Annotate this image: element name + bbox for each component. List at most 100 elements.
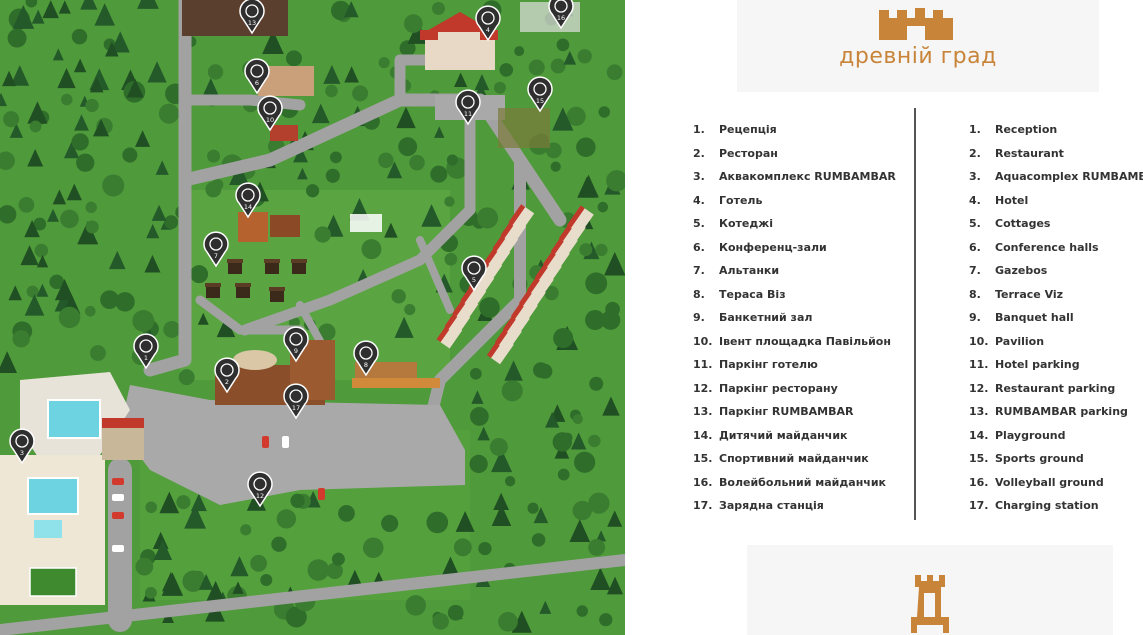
- pine-tree: [570, 432, 587, 450]
- deciduous-tree: [409, 154, 425, 171]
- pine-tree: [184, 504, 206, 529]
- deciduous-tree: [205, 181, 222, 198]
- deciduous-tree: [58, 306, 81, 329]
- marker-pin: [461, 255, 487, 292]
- legend-item: 8.Terrace Viz: [969, 283, 1143, 307]
- deciduous-tree: [271, 536, 287, 552]
- legend-item-number: 6.: [969, 240, 981, 254]
- deciduous-tree: [240, 524, 252, 536]
- marker-pin: [203, 231, 229, 268]
- terrace-cart-icon: [359, 346, 373, 360]
- pine-tree: [27, 101, 48, 124]
- deciduous-tree: [550, 161, 561, 172]
- deciduous-tree: [576, 605, 588, 617]
- deciduous-tree: [550, 58, 566, 74]
- legend-item-label: Charging station: [995, 499, 1099, 512]
- deciduous-tree: [501, 380, 523, 402]
- deciduous-tree: [552, 432, 573, 452]
- pine-tree: [36, 254, 49, 268]
- playground-structure: [270, 215, 300, 237]
- pine-tree: [108, 250, 126, 270]
- pine-tree: [511, 610, 532, 633]
- road: [416, 236, 454, 314]
- map-marker-2: 2: [214, 357, 240, 394]
- pool-ladder-icon: [15, 434, 29, 448]
- deciduous-tree: [493, 81, 506, 94]
- deciduous-tree: [574, 451, 596, 473]
- legend-item-label: Паркінг готелю: [719, 358, 818, 371]
- deciduous-tree: [102, 174, 125, 197]
- deciduous-tree: [207, 149, 221, 163]
- deciduous-tree: [399, 40, 416, 57]
- gazebo-roof: [291, 259, 307, 263]
- deciduous-tree: [85, 201, 97, 214]
- deciduous-tree: [588, 492, 610, 514]
- deciduous-tree: [29, 120, 42, 133]
- deciduous-tree: [115, 292, 135, 312]
- legend-item-number: 15.: [969, 452, 989, 465]
- playground-icon: [241, 188, 255, 202]
- deciduous-tree: [426, 511, 449, 534]
- legend-item-label: Дитячий майданчик: [719, 428, 848, 442]
- legend-item-label: Банкетний зал: [719, 311, 813, 324]
- map-marker-8: 8: [353, 340, 379, 377]
- roof: [270, 125, 298, 141]
- deciduous-tree: [71, 133, 89, 151]
- map-marker-3: 3: [9, 428, 35, 465]
- gazebo-roof: [205, 283, 221, 287]
- pine-tree: [491, 449, 513, 473]
- deciduous-tree: [90, 345, 106, 361]
- legend-item-number: 9.: [969, 311, 981, 324]
- deciduous-tree: [0, 151, 15, 170]
- legend-item-number: 10.: [693, 334, 713, 348]
- legend-item-number: 7.: [969, 264, 981, 277]
- pool: [47, 399, 101, 439]
- legend-item: 15.Sports ground: [969, 447, 1143, 471]
- map-marker-14: 14: [235, 182, 261, 219]
- legend-item: 1.Reception: [969, 118, 1143, 142]
- sports-icon: [533, 82, 547, 96]
- deciduous-tree: [527, 502, 539, 514]
- deciduous-tree: [381, 514, 399, 533]
- legend-item-number: 5.: [969, 217, 981, 230]
- gazebo-roof: [235, 283, 251, 287]
- pine-tree: [147, 61, 167, 83]
- pine-tree: [36, 283, 49, 297]
- marker-number: 13: [248, 19, 256, 27]
- legend-item-label: Banquet hall: [995, 311, 1074, 324]
- pine-tree: [135, 130, 151, 147]
- map-marker-15: 15: [527, 76, 553, 113]
- building: [352, 378, 440, 388]
- deciduous-tree: [566, 106, 586, 126]
- deciduous-tree: [391, 289, 406, 304]
- deciduous-tree: [588, 434, 601, 448]
- deciduous-tree: [71, 28, 88, 45]
- marker-pin: [283, 383, 309, 420]
- marker-number: 16: [557, 14, 565, 22]
- deciduous-tree: [470, 367, 482, 380]
- road: [143, 0, 192, 377]
- deciduous-tree: [207, 64, 224, 80]
- legend-item: 10.Івент площадка Павільйон: [693, 330, 896, 354]
- legend-item: 3.Aquacomplex RUMBAMBAR: [969, 165, 1143, 189]
- legend-item-label: Паркінг ресторану: [719, 381, 838, 395]
- pine-tree: [57, 67, 76, 89]
- deciduous-tree: [325, 84, 338, 98]
- roof: [420, 30, 438, 40]
- map-marker-5: 5: [461, 255, 487, 292]
- legend-item-number: 17.: [693, 499, 713, 512]
- legend-item-label: Котеджі: [719, 217, 773, 230]
- brand-emblem: [747, 545, 1113, 635]
- pine-tree: [577, 176, 597, 198]
- pine-tree: [607, 510, 623, 527]
- deciduous-tree: [504, 476, 516, 487]
- pine-tree: [232, 581, 244, 594]
- deciduous-tree: [444, 196, 455, 207]
- deciduous-tree: [577, 49, 592, 64]
- deciduous-tree: [260, 574, 273, 587]
- legend-item: 4.Готель: [693, 189, 896, 213]
- pine-tree: [477, 426, 490, 441]
- car: [282, 436, 289, 448]
